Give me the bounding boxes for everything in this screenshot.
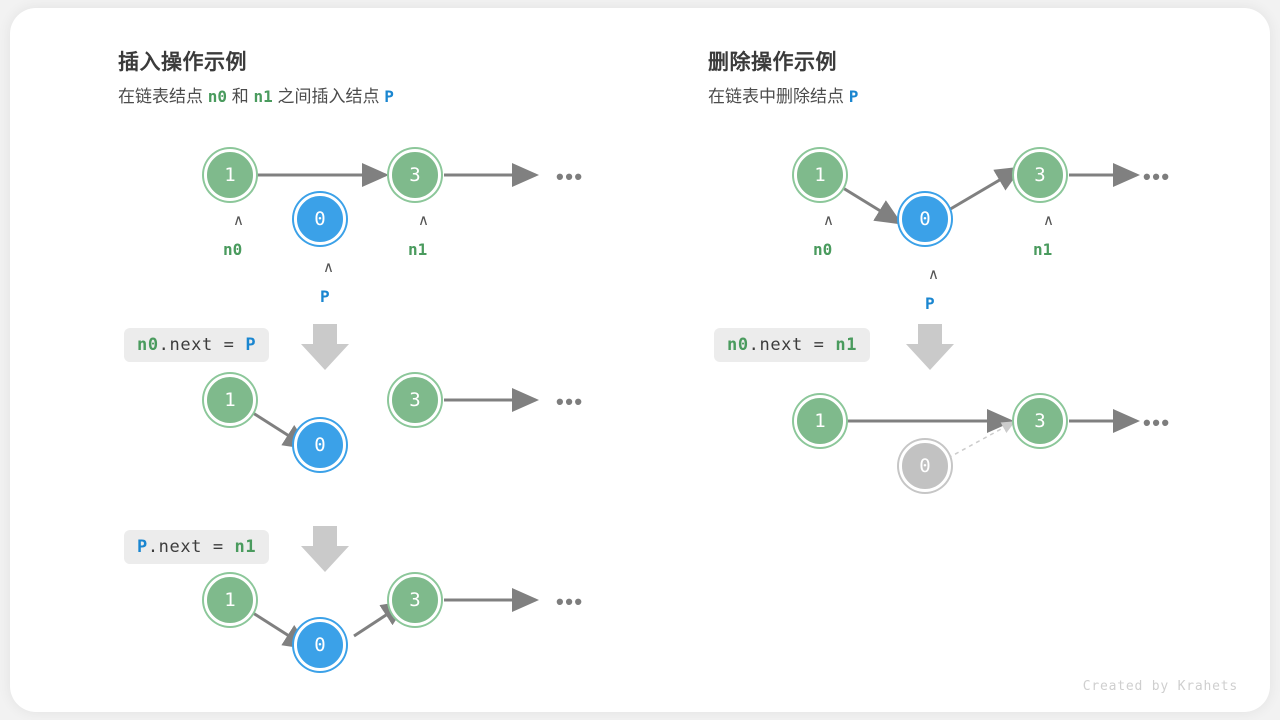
chip3-var-right: n1 [835,335,858,355]
insert-step0-pointer-n1: n1 [408,240,428,259]
panel-title-insert: 插入操作示例 [118,51,247,74]
subtitle-var-n0: n0 [207,87,227,106]
chip2-var-right: n1 [234,537,257,557]
chip3-var-left: n0 [727,335,749,355]
chip3-middle: .next = [748,335,836,355]
credit-text: Created by Krahets [1082,679,1238,694]
insert-step2-ellipsis: ••• [556,589,584,614]
chip1-var-left: n0 [137,335,159,355]
delete-step0-node-1: 1 [794,149,846,201]
figure-card: 插入操作示例 在链表结点 n0 和 n1 之间插入结点 P 删除操作示例 在链表… [10,8,1270,712]
chip1-middle: .next = [158,335,246,355]
chip2-var-left: P [137,537,148,557]
delete-step1-node-0-removed: 0 [899,440,951,492]
insert-step0-node-0: 0 [294,193,346,245]
insert-step1-node-0: 0 [294,419,346,471]
delete-step0-pointer-n0: n0 [813,240,833,259]
insert-step2-node-3: 3 [389,574,441,626]
subtitle-text-part2: 和 [231,87,249,106]
down-arrow-delete-1 [906,324,954,370]
panel-subtitle-delete: 在链表中删除结点 P [708,82,858,107]
subtitle-var-p-delete: P [848,87,859,106]
delete-step0-pointer-p: P [925,294,935,313]
delete-step0-caret-n0: ∧ [823,211,834,229]
delete-step0-pointer-n1: n1 [1033,240,1053,259]
insert-code-chip-2: P.next = n1 [124,530,270,564]
insert-step2-node-0: 0 [294,619,346,671]
insert-code-chip-1: n0.next = P [124,328,270,362]
delete-step0-caret-n1: ∧ [1043,211,1054,229]
insert-step0-pointer-p: P [320,287,330,306]
panel-title-delete: 删除操作示例 [708,51,837,74]
insert-step0-caret-n0: ∧ [233,211,244,229]
delete-step1-node-1: 1 [794,395,846,447]
insert-step0-ellipsis: ••• [556,164,584,189]
subtitle-text-delete: 在链表中删除结点 [708,87,844,106]
subtitle-text-part1: 在链表结点 [118,87,203,106]
insert-step1-ellipsis: ••• [556,389,584,414]
insert-step0-caret-p: ∧ [323,258,334,276]
insert-step0-pointer-n0: n0 [223,240,243,259]
down-arrow-insert-1 [301,324,349,370]
delete-step0-ellipsis: ••• [1143,164,1171,189]
insert-step1-node-1: 1 [204,374,256,426]
insert-step0-caret-n1: ∧ [418,211,429,229]
insert-step0-node-1: 1 [204,149,256,201]
delete-step0-caret-p: ∧ [928,265,939,283]
delete-step0-node-0: 0 [899,193,951,245]
delete-code-chip-1: n0.next = n1 [714,328,871,362]
chip1-var-right: P [245,335,257,355]
subtitle-text-part3: 之间插入结点 [277,87,380,106]
insert-step1-node-3: 3 [389,374,441,426]
insert-step0-node-3: 3 [389,149,441,201]
delete-step1-node-3: 3 [1014,395,1066,447]
subtitle-var-n1: n1 [253,87,273,106]
subtitle-var-p: P [384,87,394,106]
down-arrow-insert-2 [301,526,349,572]
chip2-middle: .next = [147,537,235,557]
panel-subtitle-insert: 在链表结点 n0 和 n1 之间插入结点 P [118,82,394,107]
insert-step2-node-1: 1 [204,574,256,626]
delete-step0-node-3: 3 [1014,149,1066,201]
delete-step1-ellipsis: ••• [1143,410,1171,435]
